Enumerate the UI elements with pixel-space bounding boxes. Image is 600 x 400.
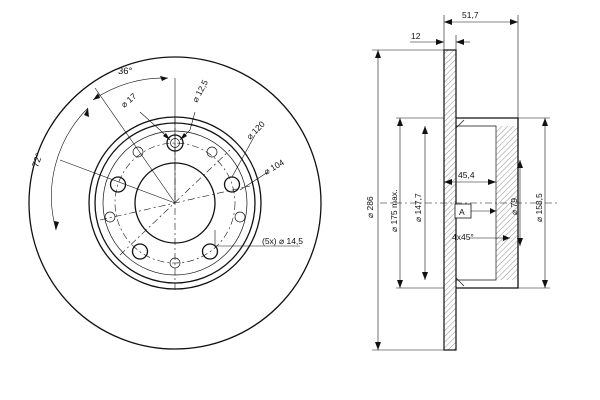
dim-79-label: ⌀ 79 bbox=[509, 198, 519, 215]
angle-ref-line bbox=[94, 87, 176, 204]
locating-hole bbox=[132, 146, 144, 158]
front-view: 36° 72° ⌀ 17 ⌀ 12,5 ⌀ 120 ⌀ 104 (5x) ⌀ 1… bbox=[28, 56, 322, 350]
datum-label: A bbox=[459, 207, 465, 217]
angle-arc-36 bbox=[92, 77, 169, 101]
bolt-hole bbox=[109, 176, 127, 193]
friction-ring-section bbox=[443, 49, 457, 351]
disc-outer-edge bbox=[28, 56, 322, 350]
bolt-hole bbox=[223, 176, 241, 193]
angle-36-label: 36° bbox=[118, 66, 133, 77]
dim-158-5-label: ⌀ 158,5 bbox=[534, 193, 544, 222]
dim-45-4-label: 45,4 bbox=[458, 170, 475, 180]
angle-arc-72 bbox=[51, 107, 89, 231]
dia-17-label: ⌀ 17 bbox=[119, 91, 139, 110]
bolt-hole bbox=[201, 243, 219, 260]
dim-286-label: ⌀ 286 bbox=[365, 196, 375, 218]
dim-12-label: 12 bbox=[411, 31, 421, 41]
angle-ref-line bbox=[59, 159, 176, 204]
holes-label: (5x) ⌀ 14,5 bbox=[262, 236, 303, 246]
dim-147-7-label: ⌀ 147,7 bbox=[413, 193, 423, 222]
dia-104-label: ⌀ 104 bbox=[262, 157, 286, 177]
locating-hole bbox=[104, 211, 116, 223]
locating-hole bbox=[206, 146, 218, 158]
chamfer-label: 4x45° bbox=[452, 232, 474, 242]
dim-51-7-label: 51,7 bbox=[462, 10, 479, 20]
dia-120-label: ⌀ 120 bbox=[244, 119, 267, 142]
bolt-hole bbox=[131, 243, 149, 260]
side-view: 51,7 12 45,4 ⌀ 286 ⌀ 175 max. ⌀ 147,7 ⌀ … bbox=[365, 10, 560, 351]
angle-72-label: 72° bbox=[30, 152, 45, 169]
dia-12-5-label: ⌀ 12,5 bbox=[190, 78, 210, 104]
dim-175-label: ⌀ 175 max. bbox=[389, 190, 399, 232]
locating-hole bbox=[234, 211, 246, 223]
